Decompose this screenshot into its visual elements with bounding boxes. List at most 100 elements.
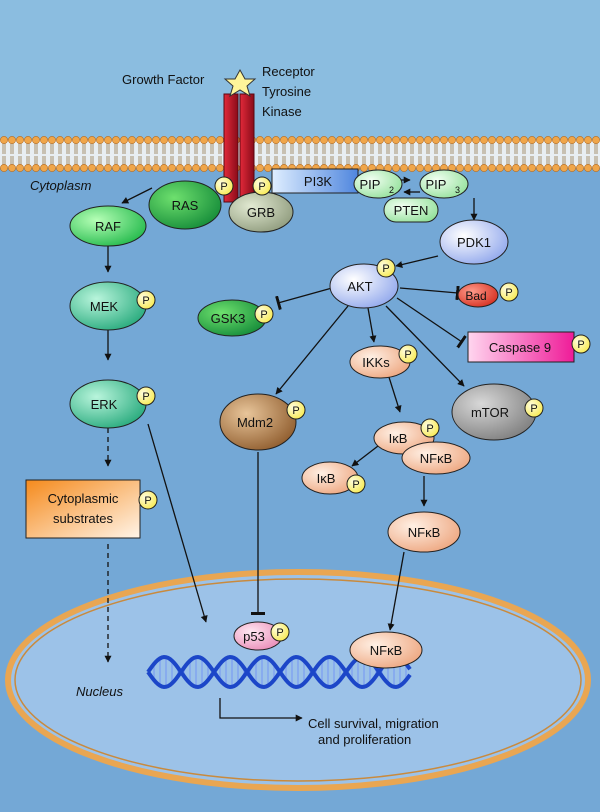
phospho-icon-gsk3: P <box>254 304 274 324</box>
phospho-icon-mek: P <box>136 290 156 310</box>
ikb-free-node[interactable]: IκB <box>301 461 359 495</box>
arrow-dna-to-outcome <box>219 698 303 722</box>
erk-node[interactable]: ERK <box>69 379 147 429</box>
caspase9-node[interactable]: Caspase 9 <box>467 331 575 363</box>
phospho-icon-ikks: P <box>398 344 418 364</box>
phospho-icon-akt: P <box>376 258 396 278</box>
grb-node[interactable]: GRB <box>228 191 294 233</box>
svg-text:substrates: substrates <box>53 511 113 526</box>
mdm2-node[interactable]: Mdm2 <box>219 393 297 451</box>
svg-text:P: P <box>505 287 512 299</box>
svg-text:RAF: RAF <box>95 219 121 234</box>
pip3-node[interactable]: PIP 3 <box>419 169 469 199</box>
svg-text:MEK: MEK <box>90 299 119 314</box>
phospho-icon-p53: P <box>270 622 290 642</box>
cytoplasmic-substrates-node[interactable]: Cytoplasmic substrates <box>25 479 141 539</box>
pi3k-node[interactable]: PI3K <box>271 168 359 194</box>
ras-node[interactable]: RAS <box>148 180 222 230</box>
bad-node[interactable]: Bad <box>457 282 499 308</box>
svg-text:PIP: PIP <box>426 177 447 192</box>
svg-text:AKT: AKT <box>347 279 372 294</box>
cytoplasm-label: Cytoplasm <box>30 178 92 193</box>
arrow-pdk1-to-akt <box>395 255 439 268</box>
svg-text:P: P <box>577 339 584 351</box>
phospho-icon-caspase9: P <box>571 334 591 354</box>
receptor-label-line3: Kinase <box>262 104 302 119</box>
pdk1-node[interactable]: PDK1 <box>439 219 509 265</box>
svg-text:ERK: ERK <box>91 397 118 412</box>
pten-node[interactable]: PTEN <box>383 197 439 223</box>
nfkb-cytoplasm-node[interactable]: NFκB <box>387 511 461 553</box>
arrow-akt-to-mdm2 <box>275 305 349 395</box>
svg-text:P: P <box>404 349 411 361</box>
growth-factor-star-icon[interactable] <box>223 68 257 98</box>
phospho-icon-bad: P <box>499 282 519 302</box>
svg-text:GRB: GRB <box>247 205 275 220</box>
svg-text:P: P <box>260 309 267 321</box>
svg-text:NFκB: NFκB <box>370 643 403 658</box>
arrow-complex-to-ikb <box>351 445 379 467</box>
inhibit-akt-bad <box>399 285 460 301</box>
svg-text:PIP: PIP <box>360 177 381 192</box>
phospho-icon-mtor: P <box>524 398 544 418</box>
svg-text:P: P <box>426 423 433 435</box>
svg-text:PDK1: PDK1 <box>457 235 491 250</box>
outcome-label-line1: Cell survival, migration <box>308 716 439 731</box>
arrow-nfkb-to-nucleus <box>387 551 405 631</box>
mek-node[interactable]: MEK <box>69 281 147 331</box>
svg-text:mTOR: mTOR <box>471 405 509 420</box>
svg-text:P: P <box>144 495 151 507</box>
svg-text:P: P <box>292 405 299 417</box>
inhibit-akt-gsk3 <box>275 287 333 311</box>
nuclear-envelope-inner <box>14 578 582 782</box>
inhibit-akt-caspase9 <box>396 297 467 349</box>
phospho-icon-erk: P <box>136 386 156 406</box>
arrow-akt-to-ikks <box>367 307 377 343</box>
p53-node[interactable]: p53 <box>233 621 283 651</box>
svg-text:P: P <box>530 403 537 415</box>
nfkb-nucleus-node[interactable]: NFκB <box>349 631 423 669</box>
svg-text:IκB: IκB <box>389 431 408 446</box>
phospho-icon-receptor: P <box>252 176 272 196</box>
cell-membrane <box>0 136 600 172</box>
svg-text:Caspase 9: Caspase 9 <box>489 340 551 355</box>
phospho-icon-substrates: P <box>138 490 158 510</box>
phospho-markers: P P P P P P P P P P P P P P P <box>136 176 591 642</box>
nucleus-label: Nucleus <box>76 684 123 699</box>
arrow-ikks-to-complex <box>387 373 402 413</box>
svg-text:P: P <box>258 181 265 193</box>
phospho-icon-ikb-complex: P <box>420 418 440 438</box>
svg-text:3: 3 <box>455 185 460 195</box>
phospho-icon-ras: P <box>214 176 234 196</box>
svg-text:P: P <box>142 391 149 403</box>
svg-text:Mdm2: Mdm2 <box>237 415 273 430</box>
svg-text:GSK3: GSK3 <box>211 311 246 326</box>
svg-text:P: P <box>142 295 149 307</box>
raf-node[interactable]: RAF <box>69 205 147 247</box>
pathway-connectors <box>104 176 478 722</box>
svg-text:p53: p53 <box>243 629 265 644</box>
svg-text:Bad: Bad <box>465 289 486 303</box>
svg-text:P: P <box>352 479 359 491</box>
arrow-ras-to-raf <box>121 187 153 204</box>
pip2-node[interactable]: PIP 2 <box>353 169 403 199</box>
ikb-nfkb-complex[interactable]: IκB NFκB <box>373 421 471 475</box>
svg-text:Cytoplasmic: Cytoplasmic <box>48 491 119 506</box>
svg-text:NFκB: NFκB <box>408 525 441 540</box>
svg-text:NFκB: NFκB <box>420 451 453 466</box>
receptor-label-line2: Tyrosine <box>262 84 311 99</box>
svg-text:2: 2 <box>389 185 394 195</box>
svg-text:IKKs: IKKs <box>362 355 390 370</box>
receptor-label-line1: Receptor <box>262 64 315 79</box>
phospho-icon-ikb-free: P <box>346 474 366 494</box>
svg-text:P: P <box>276 627 283 639</box>
svg-text:IκB: IκB <box>317 471 336 486</box>
svg-text:PI3K: PI3K <box>304 174 333 189</box>
arrow-erk-to-dna <box>147 423 208 623</box>
svg-text:RAS: RAS <box>172 198 199 213</box>
phospho-icon-mdm2: P <box>286 400 306 420</box>
mtor-node[interactable]: mTOR <box>451 383 537 441</box>
svg-text:P: P <box>382 263 389 275</box>
arrow-akt-to-mtor <box>385 305 465 387</box>
